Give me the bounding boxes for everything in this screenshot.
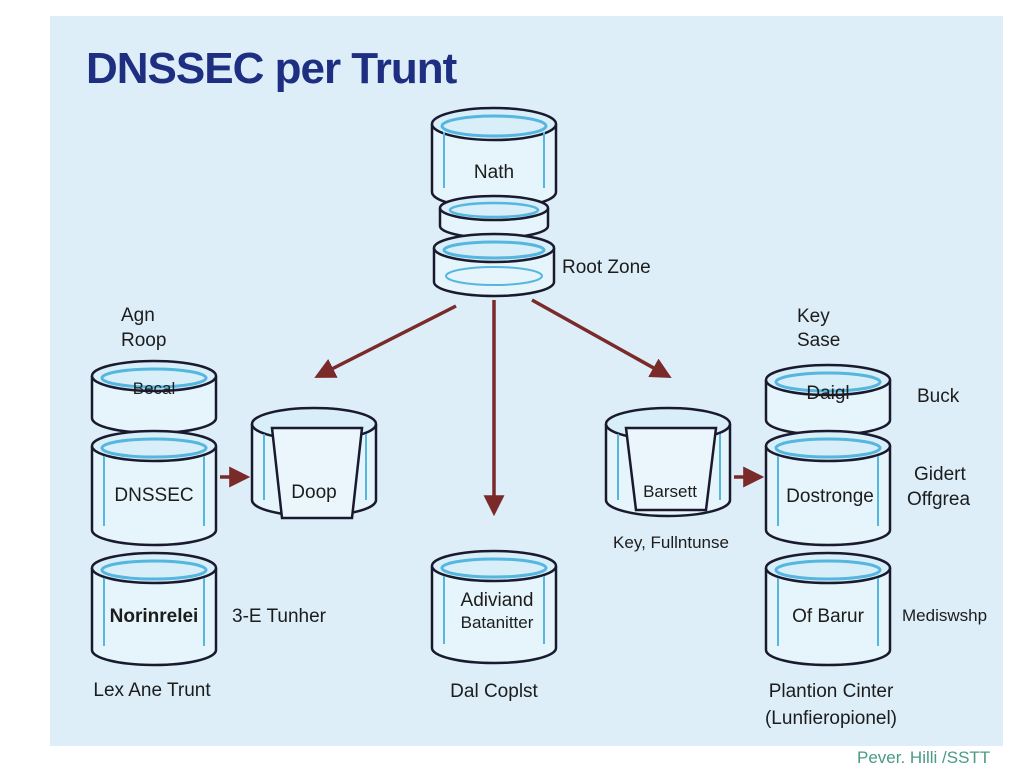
credit-footer: Pever. Hilli /SSTT (857, 748, 991, 767)
right-drop-label: Barsett (643, 482, 697, 501)
root-middle-ring (438, 194, 550, 240)
root-top-label: Nath (473, 162, 515, 183)
left-main-cylinder (90, 429, 218, 547)
left-small-label: Becal (132, 379, 176, 398)
right-caption-line1: Plantion Cinter (768, 681, 894, 702)
right-bottom-label: Of Barur (792, 606, 864, 627)
left-bottom-cylinder (90, 551, 218, 667)
left-header-line1: Agn (121, 305, 155, 326)
right-main-side-line2: Offgrea (907, 489, 971, 510)
center-caption: Dal Coplst (450, 681, 538, 702)
right-header-line1: Key (797, 306, 830, 327)
right-small-label: Daigl (806, 383, 850, 404)
root-zone-label: Root Zone (562, 257, 651, 278)
center-bottom-cylinder (430, 549, 558, 665)
right-bottom-side-label: Mediswshp (902, 606, 988, 625)
right-bottom-cylinder (764, 551, 892, 667)
left-caption: Lex Ane Trunt (93, 680, 211, 701)
right-drop-cylinder (604, 406, 732, 518)
left-bottom-side-label: 3-E Tunher (232, 606, 326, 627)
root-top-cylinder (430, 106, 558, 210)
root-zone-cylinder (432, 232, 556, 298)
right-small-side-label: Buck (917, 386, 960, 407)
right-main-label: Dostronge (786, 486, 874, 507)
left-drop-label: Doop (291, 482, 337, 503)
right-header-line2: Sase (797, 330, 841, 351)
left-main-label: DNSSEC (114, 485, 194, 506)
right-drop-caption: Key, Fullntunse (613, 533, 729, 552)
right-caption-line2: (Lunfieropionel) (764, 708, 898, 729)
center-bottom-line1: Adiviand (460, 590, 534, 611)
left-header-line2: Roop (121, 330, 167, 351)
arrow-root-right (531, 298, 672, 379)
left-bottom-label: Norinrelei (109, 606, 199, 627)
diagram-title: DNSSEC per Trunt (86, 44, 457, 93)
arrow-root-left (314, 304, 457, 378)
right-small-cylinder (764, 363, 892, 437)
left-drop-cylinder (250, 406, 378, 520)
right-main-side-line1: Gidert (914, 464, 966, 485)
right-main-cylinder (764, 429, 892, 547)
center-bottom-line2: Batanitter (460, 613, 534, 632)
